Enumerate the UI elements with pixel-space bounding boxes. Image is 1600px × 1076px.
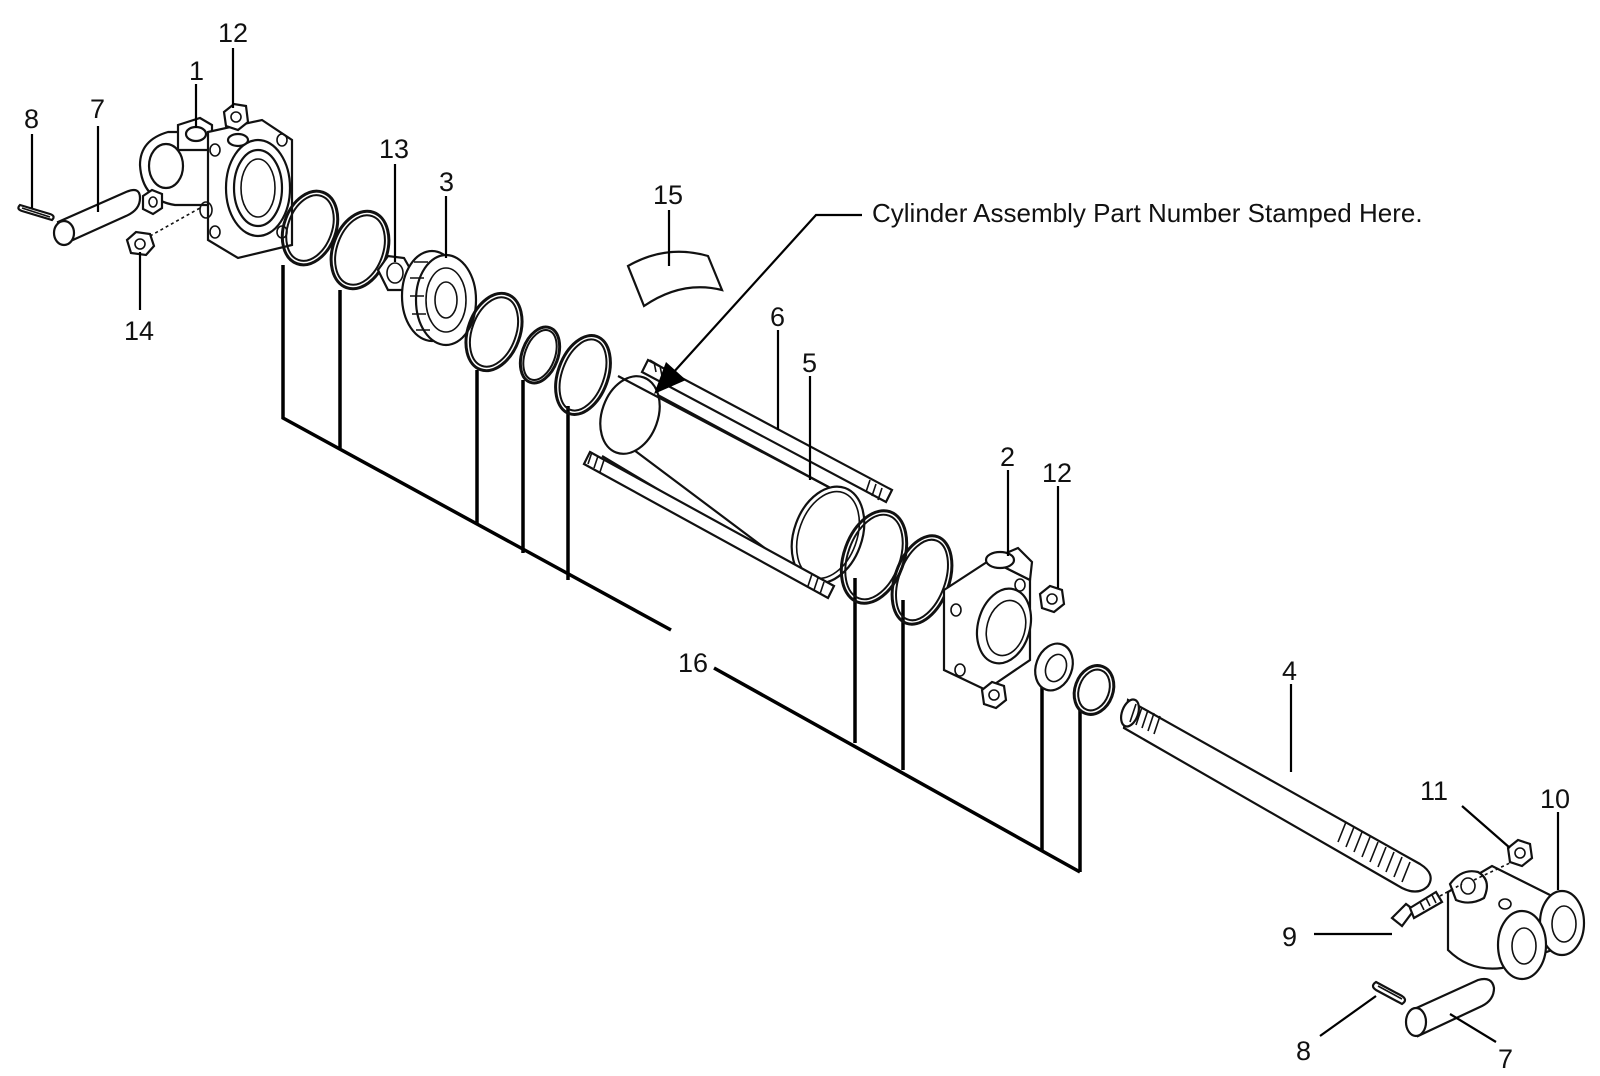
callout-7-top: 7 [90,94,105,124]
callout-6: 6 [770,302,785,332]
part-12-nut-mid [1038,584,1066,614]
part-16-rod-seals [1034,642,1116,716]
part-7-pin-top [52,188,142,247]
callout-2: 2 [1000,442,1015,472]
callout-12-top: 12 [218,18,248,48]
part-8-cotter-pin-top [17,203,55,222]
callout-16: 16 [678,648,708,678]
part-16-seals-piston [464,291,612,416]
callout-12-mid: 12 [1042,458,1072,488]
part-10-clevis [1446,864,1586,981]
part-nut-left [141,188,164,216]
callout-10: 10 [1540,784,1570,814]
stamp-location-arrow [654,213,862,394]
part-3-piston [400,249,478,347]
callout-8-top: 8 [24,104,39,134]
part-1-head-cap [138,116,294,260]
seal-kit-bracket [281,265,1082,874]
part-7-pin-bottom [1404,977,1496,1038]
part-12-nut-top [222,102,250,132]
callout-14: 14 [124,316,154,346]
leader-lines [30,48,1560,1043]
callout-1: 1 [189,56,204,86]
callout-15: 15 [653,180,683,210]
callout-labels: 1 2 3 4 5 6 7 7 8 8 9 10 11 12 12 13 14 … [24,18,1570,1074]
part-14-fitting [125,207,201,257]
cylinder-barrel [599,375,866,585]
callout-4: 4 [1282,656,1297,686]
callout-8-bottom: 8 [1296,1036,1311,1066]
callout-13: 13 [379,134,409,164]
part-4-piston-rod [1119,698,1432,893]
part-15-decal [626,250,724,308]
stamp-location-note: Cylinder Assembly Part Number Stamped He… [872,198,1423,228]
callout-3: 3 [439,167,454,197]
callout-5: 5 [802,348,817,378]
part-2-base-cap [942,546,1034,692]
callout-9: 9 [1282,922,1297,952]
part-9-bolt [1390,883,1463,928]
part-8-cotter-pin-bottom [1371,980,1407,1006]
callout-7-bottom: 7 [1498,1044,1513,1074]
part-nut-lower [980,680,1008,710]
part-5-tie-rod-lower [582,450,836,600]
callout-11: 11 [1420,776,1448,806]
part-11-nut [1473,838,1534,881]
